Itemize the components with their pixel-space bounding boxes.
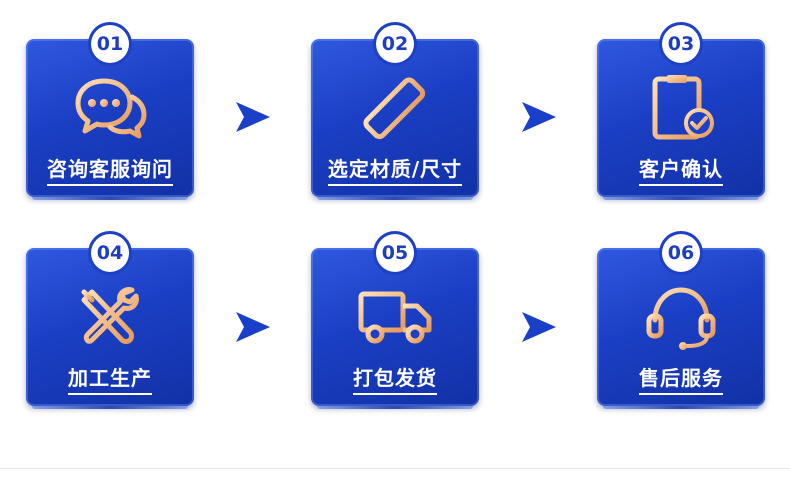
- step-label: 打包发货: [353, 362, 437, 395]
- step-label: 售后服务: [639, 362, 723, 395]
- bottom-divider: [0, 468, 790, 469]
- step-number-badge: 01: [91, 25, 129, 63]
- headset-icon: [641, 282, 721, 352]
- step-label: 选定材质/尺寸: [327, 153, 463, 186]
- arrow-right-icon: [236, 102, 270, 132]
- step-card-1: 01 咨询客服询问: [26, 25, 194, 200]
- arrow-right-icon: [236, 312, 270, 342]
- step-card-3: 03 客户确认: [597, 25, 765, 200]
- step-number-badge: 06: [662, 234, 700, 272]
- step-card-4: 04 加工生产: [26, 234, 194, 409]
- step-card-6: 06 售后服务: [597, 234, 765, 409]
- chat-bubbles-icon: [70, 73, 150, 143]
- step-label: 咨询客服询问: [47, 153, 173, 186]
- ruler-icon: [355, 73, 435, 143]
- step-label: 加工生产: [68, 362, 152, 395]
- clipboard-check-icon: [641, 73, 721, 143]
- delivery-truck-icon: [355, 282, 435, 352]
- step-card-2: 02 选定材质/尺寸: [311, 25, 479, 200]
- step-number-badge: 02: [376, 25, 414, 63]
- step-number-badge: 05: [376, 234, 414, 272]
- step-number-badge: 04: [91, 234, 129, 272]
- step-number-badge: 03: [662, 25, 700, 63]
- arrow-right-icon: [522, 102, 556, 132]
- step-card-5: 05 打包发货: [311, 234, 479, 409]
- arrow-right-icon: [522, 312, 556, 342]
- wrench-screwdriver-icon: [70, 282, 150, 352]
- step-label: 客户确认: [639, 153, 723, 186]
